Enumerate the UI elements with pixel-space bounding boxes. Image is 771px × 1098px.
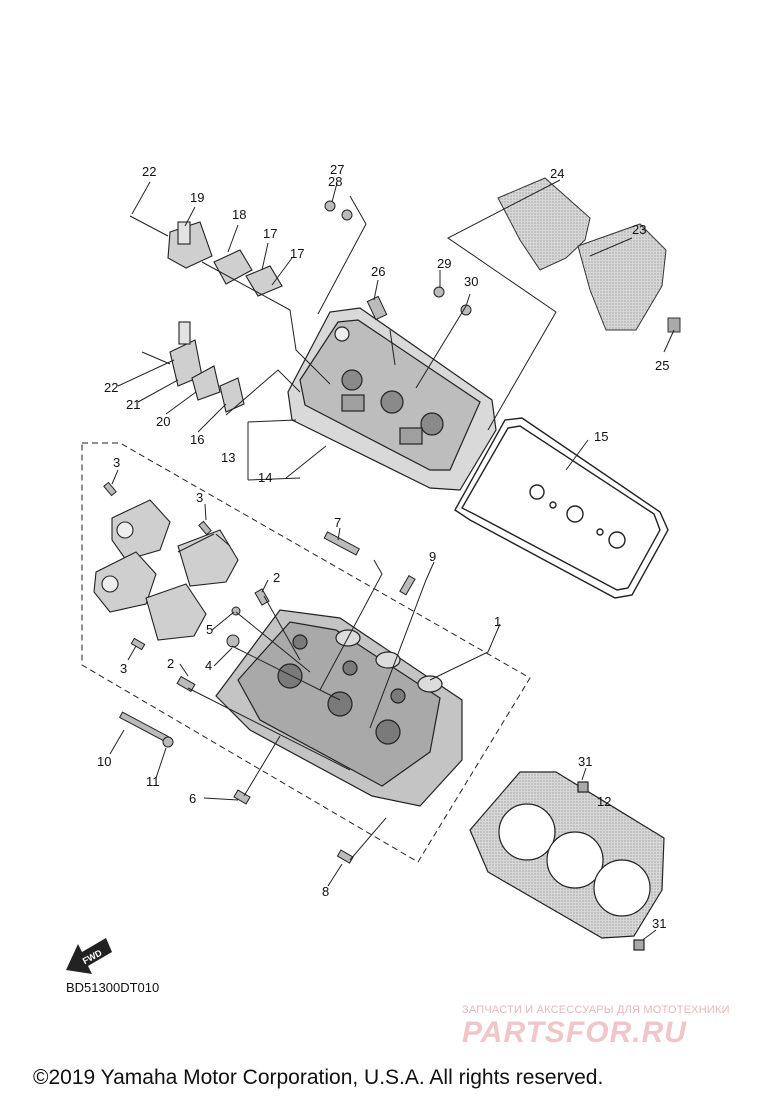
callout-2-a: 2 <box>273 570 280 585</box>
callout-26: 26 <box>371 264 385 279</box>
callout-22: 22 <box>142 164 156 179</box>
callout-8: 8 <box>322 884 329 899</box>
callout-29: 29 <box>437 256 451 271</box>
head-cover-gasket <box>454 417 669 599</box>
callout-31-a: 31 <box>578 754 592 769</box>
callout-6: 6 <box>189 791 196 806</box>
callout-3-c: 3 <box>120 661 127 676</box>
callout-30: 30 <box>464 274 478 289</box>
callout-3-a: 3 <box>113 455 120 470</box>
callout-4: 4 <box>205 658 212 673</box>
callout-31-b: 31 <box>652 916 666 931</box>
copyright-notice: ©2019 Yamaha Motor Corporation, U.S.A. A… <box>33 1066 604 1089</box>
cover-bolts <box>324 200 472 321</box>
leader-lines-upper <box>117 179 675 481</box>
callout-28: 28 <box>328 174 342 189</box>
cylinder-head-gasket <box>469 771 665 951</box>
callout-14: 14 <box>258 470 272 485</box>
callout-23: 23 <box>632 222 646 237</box>
callout-19: 19 <box>190 190 204 205</box>
callout-27: 27 <box>330 162 344 177</box>
callout-18: 18 <box>232 207 246 222</box>
callout-3-b: 3 <box>196 490 203 505</box>
callout-12: 12 <box>597 794 611 809</box>
watermark-tagline: ЗАПЧАСТИ И АКСЕССУАРЫ ДЛЯ МОТОТЕХНИКИ <box>462 1004 730 1016</box>
cylinder-head-cover <box>287 307 497 491</box>
callout-22-b: 22 <box>104 380 118 395</box>
callout-10: 10 <box>97 754 111 769</box>
callout-9: 9 <box>429 549 436 564</box>
callout-5: 5 <box>206 622 213 637</box>
watermark-logo: PARTSFOR.RU <box>462 1016 687 1049</box>
callout-17-b: 17 <box>290 246 304 261</box>
callout-16: 16 <box>190 432 204 447</box>
callout-24: 24 <box>550 166 564 181</box>
callout-17-a: 17 <box>263 226 277 241</box>
cover-plates <box>497 177 681 333</box>
cylinder-head <box>215 609 463 807</box>
callout-1: 1 <box>494 614 501 629</box>
breather-parts <box>129 215 283 413</box>
callout-25: 25 <box>655 358 669 373</box>
callout-13: 13 <box>221 450 235 465</box>
leader-lines-lower <box>109 469 657 943</box>
callout-20: 20 <box>156 414 170 429</box>
callout-7: 7 <box>334 515 341 530</box>
callout-numbers: 22 19 18 17 17 27 28 24 23 26 29 30 25 2… <box>97 162 669 931</box>
forward-direction-arrow: FWD <box>66 938 112 974</box>
camshaft-caps <box>93 499 239 641</box>
callout-11: 11 <box>146 774 160 789</box>
drawing-code: BD51300DT010 <box>66 980 160 995</box>
callout-21: 21 <box>126 397 140 412</box>
head-fasteners <box>103 481 416 864</box>
assembly-boundary-dashed <box>81 442 531 863</box>
callout-2-b: 2 <box>167 656 174 671</box>
callout-15: 15 <box>594 429 608 444</box>
